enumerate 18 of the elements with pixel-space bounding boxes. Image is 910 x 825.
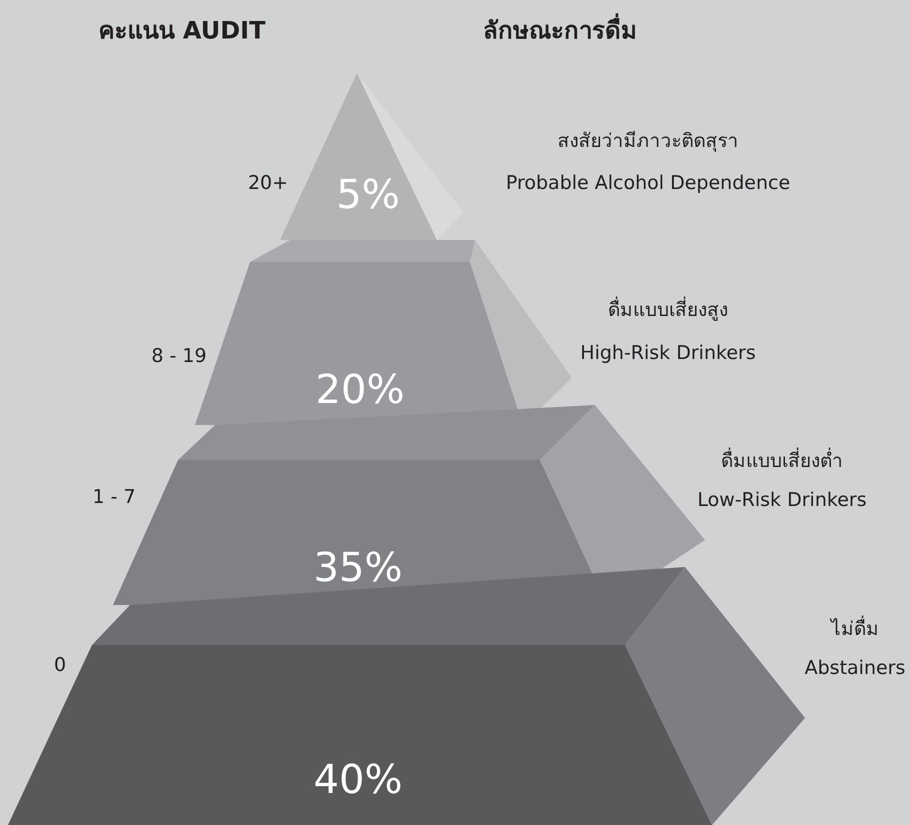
score-range-label: 20+ xyxy=(248,172,288,194)
column-heading: ลักษณะการดื่ม xyxy=(483,10,637,50)
score-range-label: 1 - 7 xyxy=(92,486,136,508)
percentage-label: 40% xyxy=(314,757,402,803)
percentage-label: 35% xyxy=(314,545,402,591)
thai-description: ดื่มแบบเสี่ยงต่ำ xyxy=(721,445,843,475)
percentage-label: 5% xyxy=(336,172,400,218)
drinking-type-label: Probable Alcohol Dependence xyxy=(506,172,790,194)
drinking-type-label: High-Risk Drinkers xyxy=(580,342,756,364)
drinking-type-label: Low-Risk Drinkers xyxy=(697,489,867,511)
thai-description: ไม่ดื่ม xyxy=(831,613,879,643)
column-heading: คะแนน AUDIT xyxy=(98,16,266,46)
score-range-label: 0 xyxy=(54,654,66,676)
thai-description: ดื่มแบบเสี่ยงสูง xyxy=(608,294,728,324)
score-range-label: 8 - 19 xyxy=(151,345,207,367)
drinking-type-label: Abstainers xyxy=(804,657,906,679)
percentage-label: 20% xyxy=(316,367,404,413)
thai-description: สงสัยว่ามีภาวะติดสุรา xyxy=(558,129,738,154)
